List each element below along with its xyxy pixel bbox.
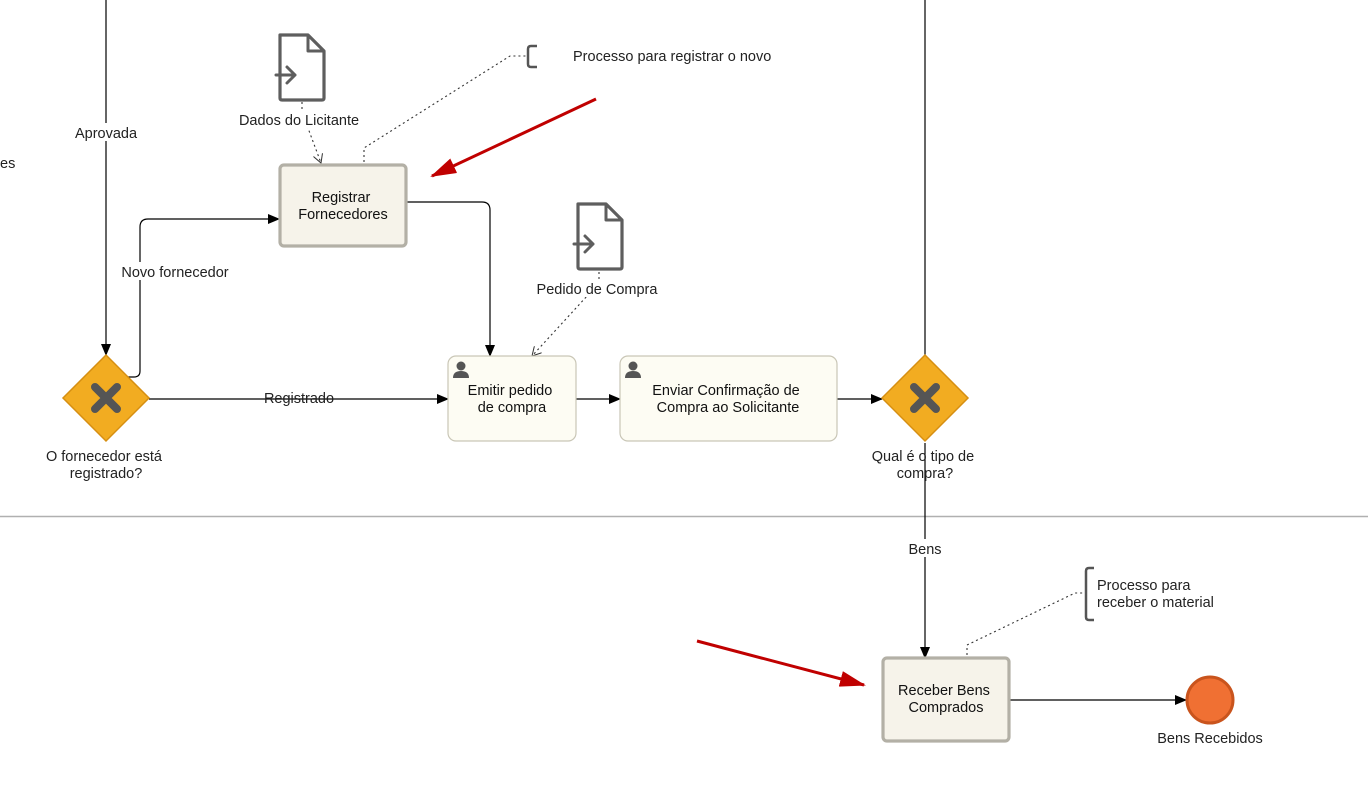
flow-label-bens: Bens [908,542,941,558]
data-object-label-pedido: Pedido de Compra [537,282,659,298]
association-annotation-receber [966,592,1087,655]
flow-label-aprovada: Aprovada [75,126,138,142]
annotation-bracket-receber [1084,566,1094,622]
x-cross-icon [91,383,121,413]
annotation-bracket-registrar [526,44,537,69]
task-label-registrar: Registrar Fornecedores [298,190,387,223]
task-registrar-fornecedores[interactable]: Registrar Fornecedores [278,163,408,248]
flow-label-bg-bens [905,539,945,557]
flow-label-registrado: Registrado [264,391,334,407]
data-object-pedido-de-compra[interactable] [572,202,624,271]
highlight-arrow-registrar [430,97,597,178]
task-label-enviar: Enviar Confirmação de Compra ao Solicita… [652,383,804,416]
flow-label-bg-novo [116,262,234,280]
task-emitir-line-2: de compra [478,400,547,416]
annotation-registrar: Processo para registrar o novo [573,49,771,65]
call-activity-box [881,656,1011,743]
flow-label-novo-fornecedor: Novo fornecedor [121,265,228,281]
task-enviar-confirmacao[interactable]: Enviar Confirmação de Compra ao Solicita… [619,355,838,442]
association-annotation-registrar [363,55,527,162]
highlight-arrow-receber [696,639,866,687]
task-label-emitir: Emitir pedido de compra [468,383,557,416]
data-object-label-licitante: Dados do Licitante [239,113,359,129]
gateway-fornecedor-line-1: O fornecedor está [46,449,163,465]
gateway-tipo-line-2: compra? [897,466,953,482]
end-event-label: Bens Recebidos [1157,731,1263,747]
gateway-tipo-de-compra[interactable] [880,353,970,443]
gateway-fornecedor-registrado[interactable] [61,353,151,443]
data-object-dados-do-licitante[interactable] [274,33,326,102]
user-task-box [619,355,838,442]
task-enviar-line-1: Enviar Confirmação de [652,383,800,399]
arrow-in-icon [274,65,297,85]
end-event-bens-recebidos[interactable] [1185,675,1235,725]
annotation-receber: Processo para receber o material [1097,578,1214,611]
annotation-receber-line-1: Processo para [1097,578,1191,594]
task-emitir-pedido-de-compra[interactable]: Emitir pedido de compra [447,355,577,442]
doc-fold [604,204,622,222]
user-icon [453,361,469,378]
task-registrar-line-2: Fornecedores [298,207,387,223]
x-cross-icon [910,383,940,413]
task-receber-bens-comprados[interactable]: Receber Bens Comprados [881,656,1011,743]
flow-registrar-to-emitir[interactable] [407,201,495,357]
task-receber-line-2: Comprados [909,700,984,716]
task-emitir-line-1: Emitir pedido [468,383,553,399]
gateway-tipo-line-1: Qual é o tipo de [872,449,974,465]
data-label-bg-pedido [531,279,664,297]
lane-partial-label: es [0,156,15,172]
task-enviar-line-2: Compra ao Solicitante [657,400,800,416]
data-label-bg-licitante [232,110,365,128]
flow-novo-fornecedor[interactable] [128,214,280,378]
user-task-box [447,355,577,442]
annotation-receber-line-2: receber o material [1097,595,1214,611]
gateway-fornecedor-line-2: registrado? [70,466,143,482]
call-activity-box [278,163,408,248]
flow-label-bg-aprovada [74,123,140,141]
arrow-in-icon [572,234,595,254]
task-receber-line-1: Receber Bens [898,683,990,699]
task-label-receber: Receber Bens Comprados [898,683,994,716]
gateway-label-fornecedor: O fornecedor está registrado? [46,449,166,482]
gateway-label-tipo: Qual é o tipo de compra? [872,449,978,482]
user-icon [625,361,641,378]
task-registrar-line-1: Registrar [312,190,371,206]
doc-fold [306,35,324,53]
